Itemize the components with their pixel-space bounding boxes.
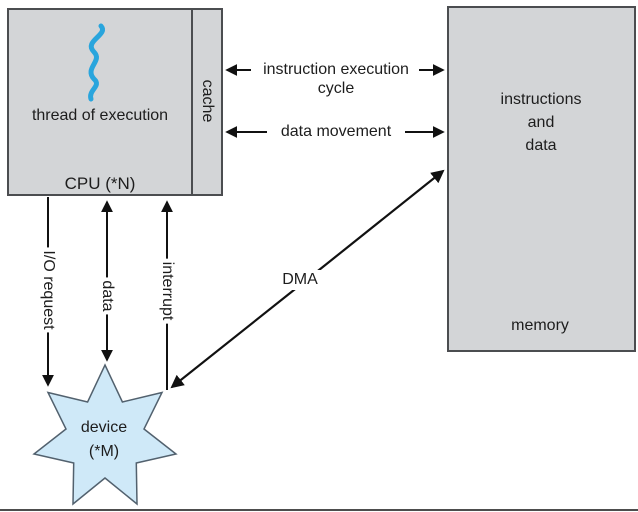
data-movement-label: data movement [275,122,397,142]
cache-label: cache [199,79,216,123]
memory-box [447,6,636,352]
memory-content-label: instructions and data [501,88,582,157]
memory-label: memory [511,317,569,334]
io-request-label: I/O request [37,247,59,333]
thread-of-execution-label: thread of execution [31,107,169,124]
dma-label: DMA [277,270,323,290]
instruction-execution-label: instruction execution cycle [259,60,413,98]
memory-content-line2: and [527,114,555,131]
instruction-execution-label-line1: instruction execution [263,61,409,78]
memory-content-line3: data [525,137,557,154]
interrupt-label: interrupt [156,258,178,324]
bottom-rule [0,509,638,511]
data-label: data [96,277,118,315]
instruction-execution-label-line2: cycle [317,80,355,97]
device-label-line2: (*M) [88,443,120,460]
cpu-label: CPU (*N) [64,174,136,193]
device-label-line1: device [80,419,128,436]
memory-content-line1: instructions [500,91,582,108]
cpu-box [7,8,223,196]
device-label: device (*M) [81,416,127,464]
cache-divider [191,8,193,196]
dma-arrow-to-memory [303,169,445,283]
dma-arrow-to-device [170,281,305,389]
